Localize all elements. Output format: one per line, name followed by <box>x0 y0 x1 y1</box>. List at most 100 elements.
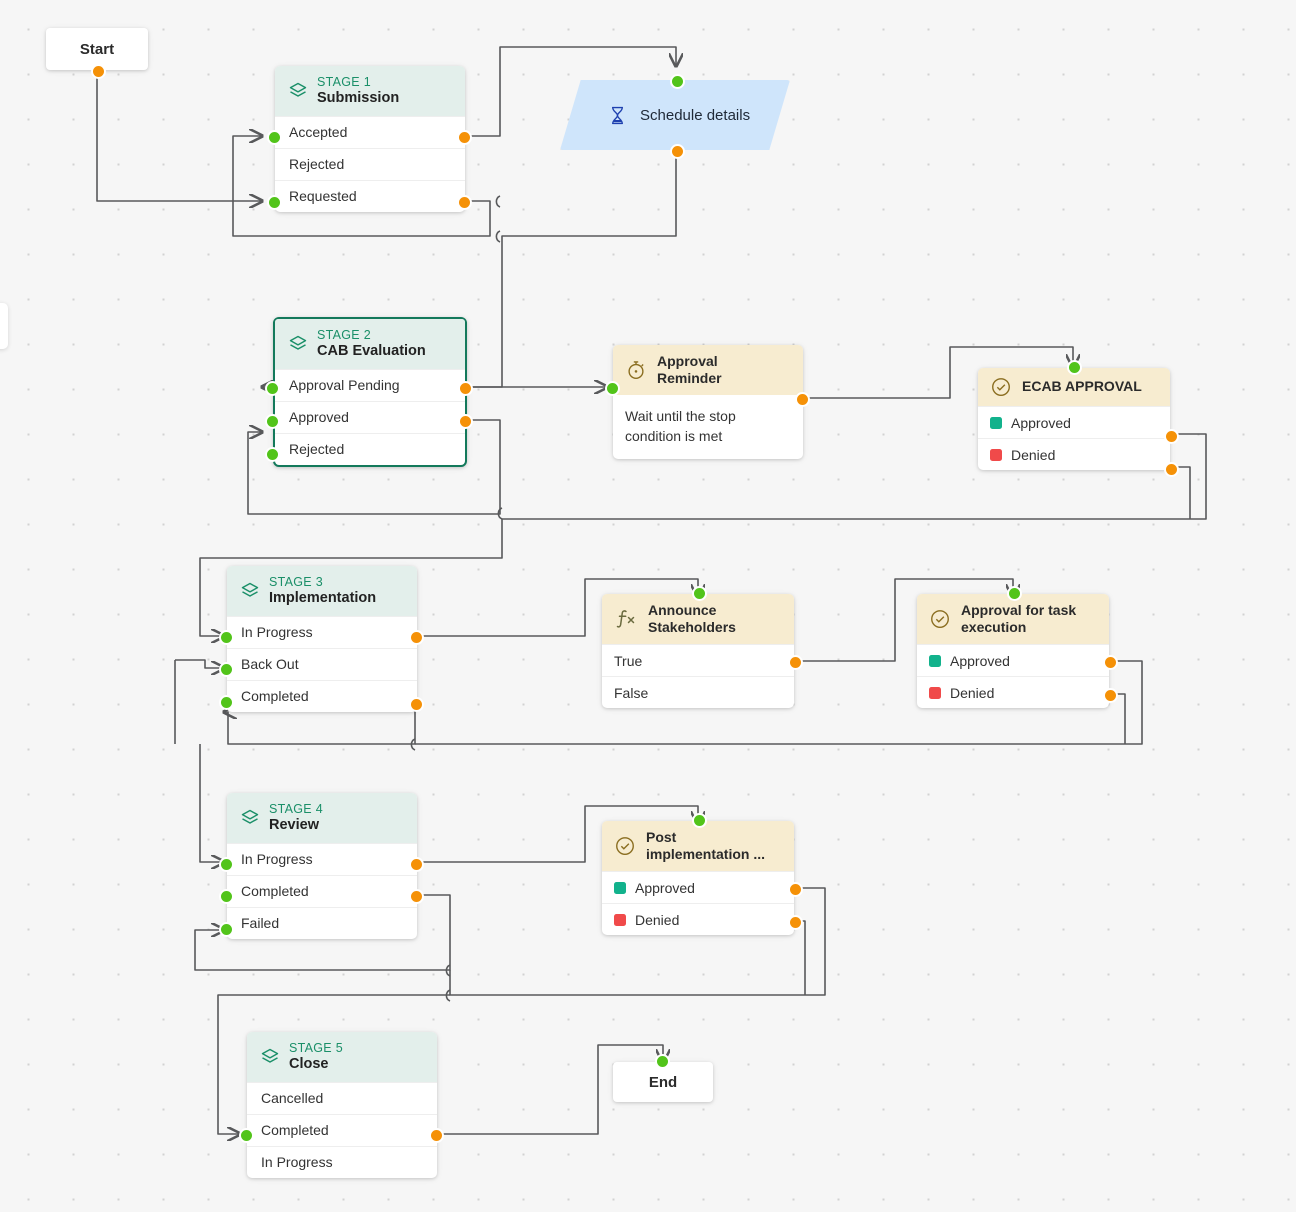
stage5-row-cancelled[interactable]: Cancelled <box>247 1081 437 1114</box>
start-node[interactable]: Start <box>46 28 148 79</box>
post-implementation-input-port[interactable] <box>692 813 707 828</box>
approval-reminder-output-port[interactable] <box>795 392 810 407</box>
stage4-completed-output-port[interactable] <box>409 889 424 904</box>
ecab-row-approved[interactable]: Approved <box>978 406 1170 438</box>
stage3-row-in-progress[interactable]: In Progress <box>227 615 417 648</box>
stage5-row-completed[interactable]: Completed <box>247 1113 437 1146</box>
ecab-row-denied[interactable]: Denied <box>978 438 1170 470</box>
stage2-rejected-input-port[interactable] <box>265 447 280 462</box>
approval-task-row-approved[interactable]: Approved <box>917 644 1109 676</box>
stage2-approval-pending-output-port[interactable] <box>458 381 473 396</box>
approval-task-row-denied[interactable]: Denied <box>917 676 1109 708</box>
stage4-in-progress-input-port[interactable] <box>219 857 234 872</box>
task-node-approval-reminder[interactable]: Approval Reminder Wait until the stop co… <box>605 345 810 459</box>
stage1-requested-output-port[interactable] <box>457 195 472 210</box>
post-implementation-denied-output-port[interactable] <box>788 915 803 930</box>
announce-true-output-port[interactable] <box>788 655 803 670</box>
stage3-row-back-out[interactable]: Back Out <box>227 647 417 680</box>
stage5-completed-output-port[interactable] <box>429 1128 444 1143</box>
stage3-in-progress-output-port[interactable] <box>409 630 424 645</box>
stage4-row-failed[interactable]: Failed <box>227 906 417 939</box>
schedule-input-port[interactable] <box>670 74 685 89</box>
stage4-number: STAGE 4 <box>269 802 323 816</box>
approval-reminder-input-port[interactable] <box>605 381 620 396</box>
announce-row-false[interactable]: False <box>602 676 794 708</box>
stage2-row-approval-pending[interactable]: Approval Pending <box>275 368 465 401</box>
schedule-output-port[interactable] <box>670 144 685 159</box>
stage1-requested-input-port[interactable] <box>267 195 282 210</box>
approval-task-execution-header: Approval for task execution <box>917 594 1109 645</box>
start-output-port[interactable] <box>91 64 106 79</box>
row-label: Approval Pending <box>289 377 400 394</box>
task-node-approval-task-execution[interactable]: Approval for task execution Approved Den… <box>917 586 1118 709</box>
stage-node-cab-evaluation[interactable]: STAGE 2 CAB Evaluation Approval Pending … <box>265 317 473 467</box>
row-label: Completed <box>241 688 309 705</box>
stage4-failed-input-port[interactable] <box>219 922 234 937</box>
task-node-post-implementation[interactable]: Post implementation ... Approved Denied <box>602 813 803 936</box>
row-label: Completed <box>261 1122 329 1139</box>
stage5-row-in-progress[interactable]: In Progress <box>247 1145 437 1178</box>
stage-node-close[interactable]: STAGE 5 Close Cancelled Completed In Pro… <box>239 1032 444 1178</box>
stage1-accepted-input-port[interactable] <box>267 130 282 145</box>
row-label: Denied <box>950 684 995 701</box>
announce-row-true[interactable]: True <box>602 644 794 676</box>
announce-stakeholders-title: Announce Stakeholders <box>648 602 736 636</box>
stage2-approved-input-port[interactable] <box>265 414 280 429</box>
check-circle-icon <box>616 837 634 856</box>
stage4-row-completed[interactable]: Completed <box>227 874 417 907</box>
ecab-input-port[interactable] <box>1067 360 1082 375</box>
task-node-announce-stakeholders[interactable]: Announce Stakeholders True False <box>602 586 803 709</box>
approval-task-approved-output-port[interactable] <box>1103 655 1118 670</box>
approved-swatch <box>614 881 626 894</box>
stage4-row-in-progress[interactable]: In Progress <box>227 842 417 875</box>
end-node[interactable]: End <box>613 1054 713 1102</box>
stage2-approval-pending-input-port[interactable] <box>265 381 280 396</box>
post-implementation-row-denied[interactable]: Denied <box>602 903 794 935</box>
announce-input-port[interactable] <box>692 586 707 601</box>
stage3-row-completed[interactable]: Completed <box>227 679 417 712</box>
layers-icon <box>241 809 259 824</box>
stage3-number: STAGE 3 <box>269 575 323 589</box>
stage3-back-out-input-port[interactable] <box>219 662 234 677</box>
approval-task-denied-output-port[interactable] <box>1103 688 1118 703</box>
stage5-completed-input-port[interactable] <box>239 1128 254 1143</box>
layers-icon <box>241 582 259 597</box>
schedule-details-node[interactable]: Schedule details <box>560 74 790 159</box>
stage1-row-accepted[interactable]: Accepted <box>275 115 465 148</box>
stage3-name: Implementation <box>269 589 377 606</box>
stage3-header: STAGE 3 Implementation <box>227 566 417 616</box>
stage2-row-approved[interactable]: Approved <box>275 400 465 433</box>
stage-node-review[interactable]: STAGE 4 Review In Progress Completed Fai… <box>219 793 424 939</box>
ecab-approved-output-port[interactable] <box>1164 429 1179 444</box>
stage1-row-requested[interactable]: Requested <box>275 179 465 212</box>
task-node-ecab-approval[interactable]: ECAB APPROVAL Approved Denied <box>978 360 1179 477</box>
stage3-completed-input-port[interactable] <box>219 695 234 710</box>
stage4-completed-input-port[interactable] <box>219 889 234 904</box>
post-implementation-header: Post implementation ... <box>602 821 794 872</box>
stage4-in-progress-output-port[interactable] <box>409 857 424 872</box>
stage2-name: CAB Evaluation <box>317 342 426 359</box>
approval-task-input-port[interactable] <box>1007 586 1022 601</box>
stage1-accepted-output-port[interactable] <box>457 130 472 145</box>
row-label: In Progress <box>261 1154 333 1171</box>
stage3-in-progress-input-port[interactable] <box>219 630 234 645</box>
parallelogram-shape <box>560 80 790 150</box>
post-implementation-row-approved[interactable]: Approved <box>602 871 794 903</box>
stage2-row-rejected[interactable]: Rejected <box>275 432 465 465</box>
row-label: Accepted <box>289 124 348 141</box>
stage3-completed-output-port[interactable] <box>409 697 424 712</box>
stage-node-implementation[interactable]: STAGE 3 Implementation In Progress Back … <box>219 566 424 712</box>
stage4-name: Review <box>269 816 319 833</box>
stage1-row-rejected[interactable]: Rejected <box>275 147 465 180</box>
end-input-port[interactable] <box>655 1054 670 1069</box>
row-label: In Progress <box>241 624 313 641</box>
row-label: Approved <box>635 879 695 896</box>
denied-swatch <box>614 913 626 926</box>
stage-node-submission[interactable]: STAGE 1 Submission Accepted Rejected Req… <box>267 66 472 212</box>
ecab-denied-output-port[interactable] <box>1164 462 1179 477</box>
post-implementation-approved-output-port[interactable] <box>788 882 803 897</box>
stage2-approved-output-port[interactable] <box>458 414 473 429</box>
left-panel-handle[interactable] <box>0 303 8 349</box>
row-label: Approved <box>289 409 349 426</box>
